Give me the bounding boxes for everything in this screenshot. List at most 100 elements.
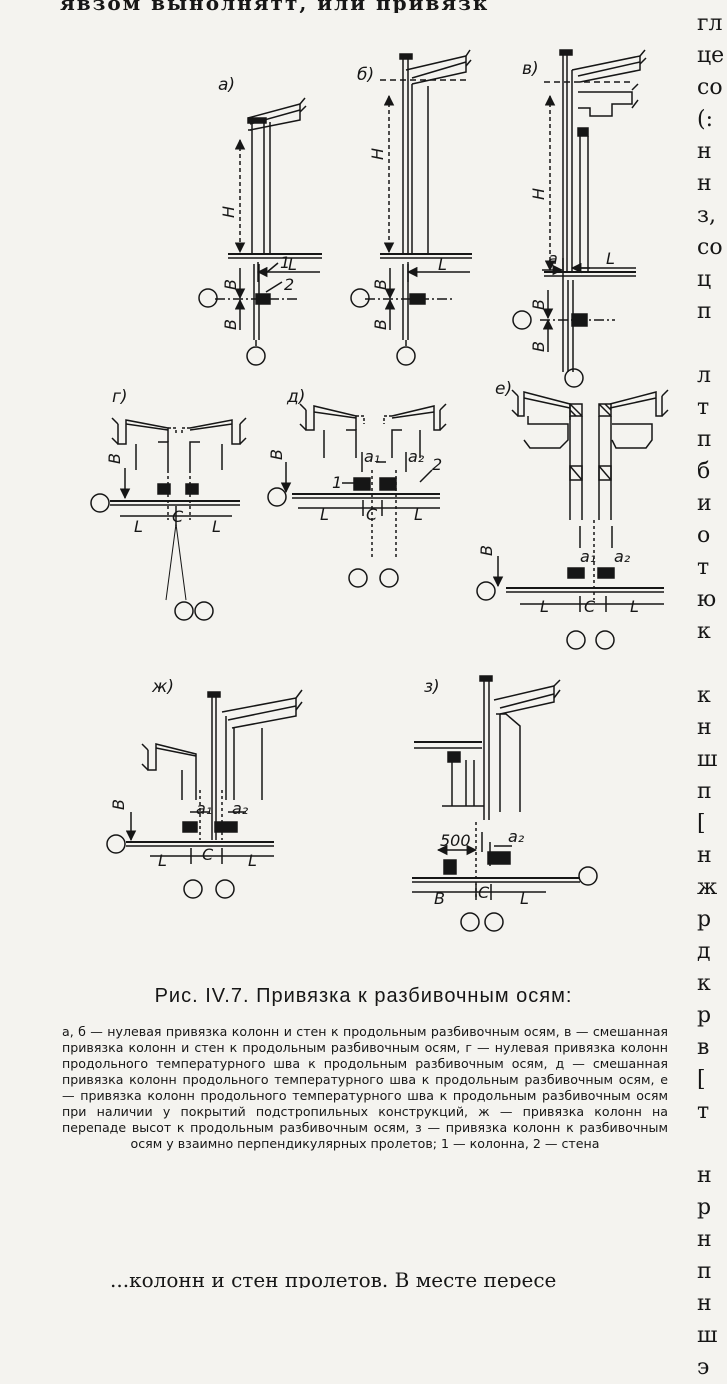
- axis-marker: [595, 630, 615, 650]
- axis-label: В: [529, 299, 548, 310]
- offset-label: a₂: [408, 447, 425, 466]
- right-column-line: ш: [697, 747, 718, 772]
- right-column-line: б: [697, 459, 711, 484]
- panel-letter: б): [357, 65, 374, 85]
- offset-label: a₁: [196, 799, 212, 818]
- span-label: L: [288, 255, 297, 274]
- axis-marker: [460, 912, 480, 932]
- axis-marker: [484, 912, 504, 932]
- right-column-line: т: [697, 395, 710, 420]
- panel-letter: в): [522, 59, 539, 79]
- right-column-line: к: [697, 619, 711, 644]
- span-label: L: [134, 517, 143, 536]
- span-label: C: [478, 883, 490, 902]
- right-column-line: со: [697, 235, 723, 260]
- right-column-line: т: [697, 555, 710, 580]
- axis-marker: [174, 601, 194, 621]
- span-label: L: [520, 889, 529, 908]
- right-column-line: п: [697, 779, 712, 804]
- span-label: L: [414, 505, 423, 524]
- right-column-line: н: [697, 715, 712, 740]
- axis-marker: [198, 288, 218, 308]
- axis-label: В: [529, 341, 548, 352]
- height-label: H: [368, 148, 387, 160]
- right-column-line: со: [697, 75, 723, 100]
- height-label: H: [219, 206, 238, 218]
- span-label: L: [212, 517, 221, 536]
- right-column-line: з,: [697, 203, 716, 228]
- panel-b: [365, 49, 472, 346]
- panel-letter: з): [424, 677, 440, 697]
- span-label: L: [320, 505, 329, 524]
- offset-label: a₁: [580, 547, 596, 566]
- right-column-line: и: [697, 491, 712, 516]
- right-column-line: н: [697, 1227, 712, 1252]
- span-label: L: [248, 851, 257, 870]
- panel-z: [412, 675, 580, 900]
- right-column-line: п: [697, 1259, 712, 1284]
- right-column-line: д: [697, 939, 711, 964]
- panel-letter: д): [286, 387, 305, 407]
- span-label: C: [172, 507, 184, 526]
- right-column-line: ю: [697, 587, 717, 612]
- right-column-line: р: [697, 1195, 712, 1220]
- axis-marker: [379, 568, 399, 588]
- note-label: 2: [284, 275, 294, 294]
- axis-marker: [215, 879, 235, 899]
- span-label: B: [434, 889, 445, 908]
- right-column-line: гл: [697, 11, 723, 36]
- axis-marker: [476, 581, 496, 601]
- dimension-label: 500: [440, 831, 471, 850]
- figure-drawing: а)б)в)г)д)е)ж)з)HLВВ12HLВВHLaВВВLCLВLCLa…: [90, 49, 669, 932]
- axis-label: В: [105, 453, 124, 464]
- span-label: C: [366, 505, 378, 524]
- panel-a: [215, 97, 322, 346]
- height-label: H: [529, 188, 548, 200]
- panel-letter: ж): [151, 677, 174, 697]
- right-column-line: п: [697, 427, 712, 452]
- right-column-line: ш: [697, 1323, 718, 1348]
- right-column-line: н: [697, 1291, 712, 1316]
- right-column-line: т: [697, 1099, 710, 1124]
- axis-marker: [396, 346, 416, 366]
- right-column-line: р: [697, 1003, 712, 1028]
- axis-marker: [267, 487, 287, 507]
- span-label: C: [584, 597, 596, 616]
- right-column-line: [: [697, 1067, 706, 1092]
- right-column-line: це: [697, 43, 725, 68]
- axis-marker: [90, 493, 110, 513]
- panel-v: [540, 49, 647, 372]
- axis-marker: [194, 601, 214, 621]
- axis-label: В: [267, 449, 286, 460]
- axis-label: В: [371, 279, 390, 290]
- right-column-line: [697, 648, 727, 680]
- figure-caption-text: а, б — нулевая привязка колонн и стен к …: [62, 1024, 668, 1151]
- offset-label: a₂: [232, 799, 249, 818]
- panel-zh: [125, 689, 303, 864]
- right-column-line: к: [697, 971, 711, 996]
- span-label: L: [630, 597, 639, 616]
- note-label: 1: [280, 253, 290, 272]
- right-column-line: [697, 1128, 727, 1160]
- right-column-line: ж: [697, 875, 718, 900]
- span-label: L: [540, 597, 549, 616]
- right-column-line: ц: [697, 267, 712, 292]
- note-label: 2: [432, 455, 442, 474]
- panel-letter: г): [112, 387, 128, 407]
- page-top-fragment: явзом вынолнятт, или привязк: [60, 0, 490, 13]
- span-label: L: [438, 255, 447, 274]
- right-column-line: в: [697, 1035, 710, 1060]
- panel-g: [110, 417, 247, 601]
- note-label: 1: [332, 473, 342, 492]
- right-column-line: н: [697, 1163, 712, 1188]
- axis-marker: [348, 568, 368, 588]
- axis-marker: [350, 288, 370, 308]
- offset-label: a: [548, 249, 558, 268]
- right-column-line: н: [697, 171, 712, 196]
- axis-marker: [183, 879, 203, 899]
- panel-letter: а): [218, 75, 235, 95]
- right-column-line: о: [697, 523, 711, 548]
- axis-marker: [246, 346, 266, 366]
- axis-marker: [564, 368, 584, 388]
